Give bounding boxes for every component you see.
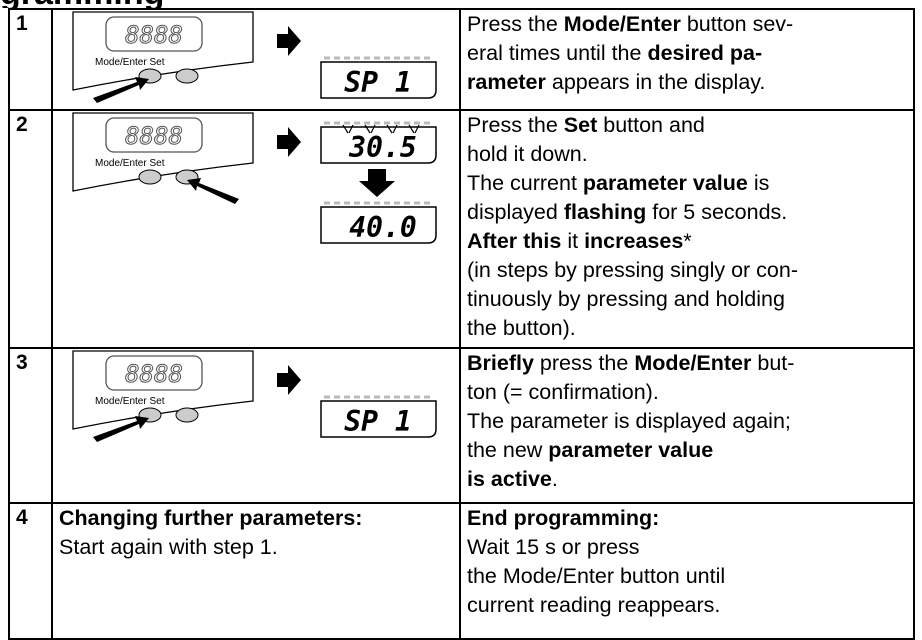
step-3-figure: 8888 Mode/Enter Set SP 1 — [51, 347, 461, 504]
display-readout: 30.5 — [348, 131, 416, 164]
step-number: 1 — [8, 8, 53, 111]
step-figure-svg: 8888 Mode/Enter Set 30.5 40. — [72, 112, 437, 244]
instruction-line: displayed flashing for 5 seconds. — [467, 200, 788, 224]
step-row-2: 2 8888 Mode/Enter Set 30.5 — [8, 109, 915, 349]
right-arrow-icon — [277, 127, 301, 157]
result-display: SP 1 — [320, 395, 437, 438]
flashing-display: 30.5 — [320, 121, 437, 164]
programming-steps-table: 1 8888 Mode/Enter Set SP 1 — [8, 8, 915, 640]
device-button-labels: Mode/Enter Set — [95, 57, 165, 68]
instruction-line: hold it down. — [467, 142, 588, 166]
step-4-right: End programming: Wait 15 s or press the … — [459, 502, 915, 640]
set-button[interactable] — [175, 68, 199, 84]
step-4-left-text: Start again with step 1. — [59, 535, 278, 559]
device-illustration: 8888 Mode/Enter Set — [72, 11, 254, 103]
device-button-labels: Mode/Enter Set — [95, 396, 165, 407]
instruction-line: (in steps by pressing singly or con- — [467, 258, 799, 282]
device-button-labels: Mode/Enter Set — [95, 158, 165, 169]
down-arrow-icon — [359, 169, 395, 197]
display-readout: SP 1 — [344, 66, 411, 99]
step-figure-svg: 8888 Mode/Enter Set SP 1 — [72, 11, 437, 103]
instruction-line: The parameter is displayed again; — [467, 409, 791, 433]
step-4-left: Changing further parameters: Start again… — [51, 502, 461, 640]
display-readout: 40.0 — [349, 211, 416, 244]
instruction-line: Wait 15 s or press — [467, 535, 640, 559]
device-illustration: 8888 Mode/Enter Set — [72, 350, 254, 442]
step-number: 3 — [8, 347, 53, 504]
device-display-digits: 8888 — [125, 21, 183, 49]
instruction-line: current reading reappears. — [467, 593, 721, 617]
step-row-1: 1 8888 Mode/Enter Set SP 1 — [8, 8, 915, 111]
step-4-left-title: Changing further parameters: — [59, 506, 363, 530]
mode-enter-button[interactable] — [138, 169, 162, 185]
instruction-line: the button). — [467, 316, 576, 340]
device-display-digits: 8888 — [125, 122, 183, 150]
instruction-line: The current parameter value is — [467, 171, 770, 195]
step-1-figure: 8888 Mode/Enter Set SP 1 — [51, 8, 461, 111]
result-display: 40.0 — [320, 201, 437, 244]
set-button[interactable] — [175, 407, 199, 423]
pointer-arrow-icon — [93, 416, 149, 442]
step-2-figure: 8888 Mode/Enter Set 30.5 40. — [51, 109, 461, 349]
step-number: 2 — [8, 109, 53, 349]
pointer-arrow-icon — [187, 178, 239, 204]
page-title-partial: gramming — [0, 0, 600, 8]
device-display-digits: 8888 — [125, 360, 183, 388]
instruction-line: After this it increases* — [467, 229, 692, 253]
instruction-line: ton (= confirmation). — [467, 380, 659, 404]
step-3-instructions: Briefly press the Mode/Enter but- ton (=… — [459, 347, 915, 504]
step-figure-svg: 8888 Mode/Enter Set SP 1 — [72, 350, 437, 442]
result-display: SP 1 — [320, 56, 437, 99]
instruction-line: Briefly press the Mode/Enter but- — [467, 351, 795, 375]
flash-rays-icon — [342, 124, 420, 134]
instruction-line: Press the Set button and — [467, 113, 705, 137]
step-2-instructions: Press the Set button and hold it down. T… — [459, 109, 915, 349]
instruction-line: Press the Mode/Enter button sev- — [467, 12, 794, 36]
device-illustration: 8888 Mode/Enter Set — [72, 112, 254, 204]
instruction-line: eral times until the desired pa- — [467, 41, 763, 65]
instruction-line: the new parameter value — [467, 438, 714, 462]
pointer-arrow-icon — [93, 77, 149, 103]
instruction-line: tinuously by pressing and holding — [467, 287, 785, 311]
instruction-line: the Mode/Enter button until — [467, 564, 726, 588]
instruction-line: rameter appears in the display. — [467, 70, 766, 94]
step-1-instructions: Press the Mode/Enter button sev- eral ti… — [459, 8, 915, 111]
right-arrow-icon — [277, 365, 301, 395]
step-4-right-title: End programming: — [467, 506, 660, 530]
step-row-3: 3 8888 Mode/Enter Set SP 1 — [8, 347, 915, 504]
right-arrow-icon — [277, 26, 301, 56]
display-readout: SP 1 — [344, 405, 411, 438]
instruction-line: is active. — [467, 467, 558, 491]
step-number: 4 — [8, 502, 53, 640]
step-row-4: 4 Changing further parameters: Start aga… — [8, 502, 915, 640]
